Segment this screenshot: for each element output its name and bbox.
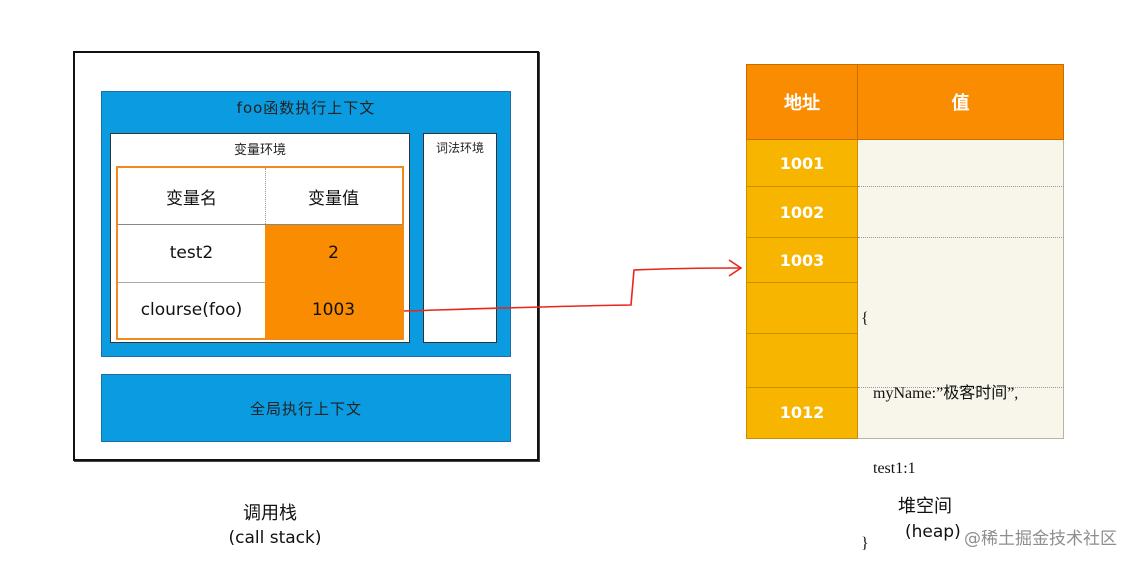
table-row-divider bbox=[118, 282, 265, 283]
table-column-divider bbox=[265, 168, 266, 224]
variable-environment-title: 变量环境 bbox=[233, 143, 286, 158]
foo-context-title: foo函数执行上下文 bbox=[236, 99, 376, 117]
heap-address-column bbox=[746, 140, 858, 439]
arrow-head bbox=[728, 259, 743, 277]
variable-table: 变量名 变量值 test2 2 clourse(foo) 1003 bbox=[116, 166, 404, 340]
header-variable-value: 变量值 bbox=[308, 188, 359, 209]
heap-address-1012: 1012 bbox=[779, 403, 825, 422]
heap-address-1002: 1002 bbox=[779, 203, 825, 222]
call-stack-frame bbox=[73, 51, 539, 461]
lexical-environment-title: 词法环境 bbox=[435, 141, 484, 155]
row-test2-value: 2 bbox=[265, 224, 402, 282]
heap-row-divider bbox=[746, 333, 858, 334]
heap-row-divider bbox=[858, 237, 1064, 238]
heap-row-divider bbox=[746, 237, 858, 238]
watermark: @稀土掘金技术社区 bbox=[964, 529, 1117, 549]
object-line: test1:1 bbox=[861, 460, 916, 477]
heap-header-value: 值 bbox=[858, 64, 1064, 140]
object-line: { bbox=[861, 310, 869, 327]
object-line: } bbox=[861, 535, 869, 552]
reference-arrow bbox=[403, 259, 743, 312]
call-stack-sublabel: (call stack) bbox=[228, 528, 322, 548]
object-line: myName:”极客时间”, bbox=[861, 385, 1019, 402]
row-test2-name: test2 bbox=[169, 243, 214, 263]
heap-object-value: { myName:”极客时间”, test1:1 } bbox=[861, 256, 1018, 581]
call-stack-label: 调用栈 bbox=[243, 503, 297, 524]
table-row-divider bbox=[118, 224, 402, 225]
heap-row-divider bbox=[746, 282, 858, 283]
row-closure-name: clourse(foo) bbox=[140, 300, 243, 320]
heap-row-divider bbox=[746, 387, 858, 388]
heap-row-divider bbox=[746, 186, 858, 187]
heap-value-column bbox=[858, 140, 1064, 439]
heap-address-1001: 1001 bbox=[779, 154, 825, 173]
arrow-line bbox=[403, 267, 741, 312]
header-variable-name: 变量名 bbox=[166, 188, 217, 209]
heap-sublabel: (heap) bbox=[905, 522, 961, 542]
heap-row-divider bbox=[858, 387, 1064, 388]
heap-header-address: 地址 bbox=[746, 64, 858, 140]
heap-address-1003: 1003 bbox=[779, 251, 825, 270]
heap-row-divider bbox=[858, 186, 1064, 187]
heap-label: 堆空间 bbox=[898, 496, 952, 517]
global-execution-context: 全局执行上下文 bbox=[101, 374, 511, 442]
row-closure-value: 1003 bbox=[265, 282, 402, 338]
